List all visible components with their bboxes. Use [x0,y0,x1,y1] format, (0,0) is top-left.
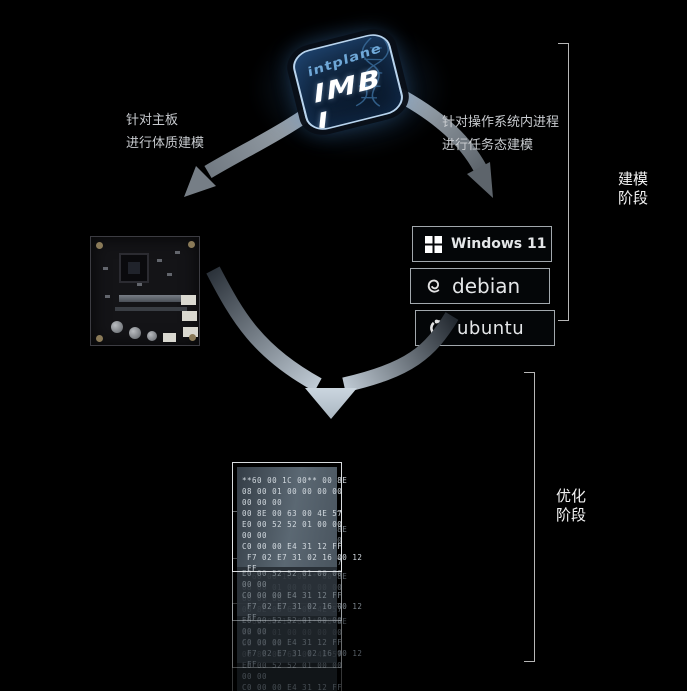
smd-component [157,259,162,262]
io-connector [183,327,198,337]
annotation-board-line2: 进行体质建模 [126,135,205,151]
bracket-optimization-tick-top [524,372,534,373]
annotation-os-line1: 针对操作系统内进程 [442,115,560,130]
cpu-die [128,262,140,274]
os-card-label: debian [452,274,521,298]
phase-modeling-line1: 建模 [618,170,649,188]
screw-hole [96,242,103,249]
motherboard-illustration [90,236,200,346]
ram-slot [119,295,191,302]
bracket-optimization-line [534,372,535,662]
smd-component [105,295,110,298]
annotation-os: 针对操作系统内进程 进行任务态建模 [442,112,559,158]
smd-component [167,273,172,276]
os-card-label: Windows 11 [451,236,547,252]
phase-optimization-line1: 优化 [556,487,587,505]
annotation-os-line2: 进行任务态建模 [442,137,534,153]
phase-label-optimization: 优化 阶段 [556,487,586,525]
arrowhead-board-icon [184,166,216,197]
screw-hole [189,334,196,341]
cpu-chip [119,253,149,283]
merge-arrowhead-icon [305,388,357,419]
smd-component [137,283,142,286]
os-card-ubuntu: ubuntu [415,310,555,346]
phase-label-modeling: 建模 阶段 [618,170,648,208]
bracket-modeling-tick-bottom [558,320,568,321]
annotation-board-line1: 针对主板 [126,113,179,128]
io-connector [163,333,176,342]
os-card-debian: debian [410,268,550,304]
os-card-label: ubuntu [457,317,525,339]
pcie-slot [115,307,187,311]
capacitor [111,321,123,333]
hex-sheet: **60 00 1C 00** 00 8E 08 00 01 00 00 00 … [237,467,362,573]
bracket-modeling-tick-top [558,43,568,44]
brand-badge: intplane IMB I [289,30,407,134]
os-card-windows: Windows 11 [412,226,552,262]
phase-modeling-line2: 阶段 [618,188,649,207]
capacitor [129,327,141,339]
ubuntu-circle-icon [430,319,447,336]
bracket-modeling-line [568,43,569,321]
bracket-optimization-tick-bottom [524,661,534,662]
arrow-board-to-stack [206,266,322,392]
arrowhead-os-icon [467,162,493,198]
hex-layer-1: **60 00 1C 00** 00 8E 08 00 01 00 00 00 … [232,462,362,573]
smd-component [103,267,108,270]
capacitor [147,331,157,341]
phase-optimization-line2: 阶段 [556,505,587,524]
hex-dump-text: **60 00 1C 00** 00 8E 08 00 01 00 00 00 … [242,476,363,573]
screw-hole [96,335,103,342]
windows-logo-icon [425,235,442,253]
io-connector [181,295,196,305]
annotation-board: 针对主板 进行体质建模 [126,110,204,156]
io-connector [182,311,197,321]
screw-hole [188,241,195,248]
debian-swirl-icon [427,279,440,293]
smd-component [175,251,180,254]
dna-helix-icon [355,37,390,107]
